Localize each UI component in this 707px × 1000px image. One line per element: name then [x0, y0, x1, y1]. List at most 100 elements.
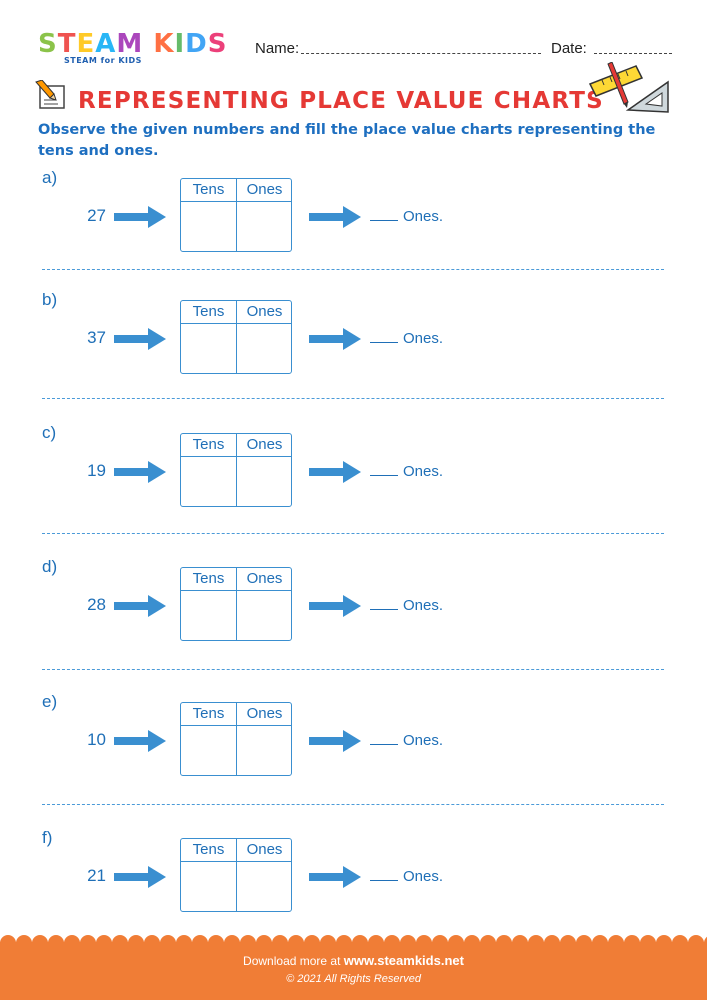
- right-arrow-icon: [114, 328, 166, 350]
- answer-line: Ones.: [370, 330, 443, 347]
- place-value-chart: Tens Ones: [180, 433, 292, 507]
- answer-line: Ones.: [370, 208, 443, 225]
- logo-tagline: STEAM for KIDS: [64, 56, 142, 65]
- right-arrow-icon: [309, 328, 361, 350]
- answer-suffix: Ones.: [403, 868, 444, 885]
- logo-letter: T: [57, 29, 77, 59]
- answer-suffix: Ones.: [403, 463, 444, 480]
- problem-number: 21: [87, 866, 106, 885]
- answer-blank[interactable]: [370, 879, 398, 881]
- ones-cell[interactable]: [238, 727, 292, 775]
- problem-number: 10: [87, 730, 106, 749]
- chart-column-divider: [236, 179, 237, 251]
- chart-row-divider: [181, 725, 291, 726]
- problem-section: e) 10 Tens Ones Ones.: [0, 692, 707, 827]
- section-divider: [42, 804, 664, 805]
- problem-section: a) 27 Tens Ones Ones.: [0, 168, 707, 303]
- right-arrow-icon: [114, 461, 166, 483]
- chart-row-divider: [181, 861, 291, 862]
- tens-header: Tens: [192, 705, 225, 722]
- tens-cell[interactable]: [181, 325, 235, 373]
- tens-cell[interactable]: [181, 203, 235, 251]
- section-divider: [42, 533, 664, 534]
- place-value-chart: Tens Ones: [180, 567, 292, 641]
- problem-section: f) 21 Tens Ones Ones.: [0, 828, 707, 963]
- problem-section: b) 37 Tens Ones Ones.: [0, 290, 707, 425]
- section-divider: [42, 398, 664, 399]
- answer-blank[interactable]: [370, 341, 398, 343]
- logo-letter: [143, 30, 153, 58]
- problem-label: a): [42, 168, 58, 187]
- ones-cell[interactable]: [238, 203, 292, 251]
- ones-header: Ones: [246, 841, 283, 858]
- logo-letter: E: [76, 29, 96, 59]
- logo-letter: K: [153, 29, 175, 59]
- problem-section: d) 28 Tens Ones Ones.: [0, 557, 707, 692]
- answer-suffix: Ones.: [403, 330, 444, 347]
- footer-copyright: © 2021 All Rights Reserved: [286, 973, 421, 985]
- logo-letter: S: [207, 29, 228, 59]
- chart-row-divider: [181, 590, 291, 591]
- right-arrow-icon: [309, 730, 361, 752]
- ones-cell[interactable]: [238, 325, 292, 373]
- problem-label: c): [42, 423, 57, 442]
- ruler-triangle-icon: [588, 62, 669, 113]
- right-arrow-icon: [309, 206, 361, 228]
- problem-number: 28: [87, 595, 106, 614]
- answer-line: Ones.: [370, 463, 443, 480]
- ones-header: Ones: [246, 570, 283, 587]
- footer-bar: [0, 942, 707, 1000]
- chart-column-divider: [236, 568, 237, 640]
- chart-row-divider: [181, 456, 291, 457]
- chart-column-divider: [236, 703, 237, 775]
- ones-header: Ones: [246, 181, 283, 198]
- answer-suffix: Ones.: [403, 208, 444, 225]
- right-arrow-icon: [114, 206, 166, 228]
- tens-cell[interactable]: [181, 863, 235, 911]
- tens-cell[interactable]: [181, 727, 235, 775]
- logo-letter: A: [95, 29, 117, 59]
- date-field-line[interactable]: [594, 53, 672, 54]
- answer-line: Ones.: [370, 868, 443, 885]
- place-value-chart: Tens Ones: [180, 702, 292, 776]
- answer-suffix: Ones.: [403, 597, 444, 614]
- problem-label: b): [42, 290, 58, 309]
- date-label: Date:: [551, 40, 587, 57]
- section-divider: [42, 669, 664, 670]
- problem-label: e): [42, 692, 58, 711]
- problem-section: c) 19 Tens Ones Ones.: [0, 423, 707, 558]
- right-arrow-icon: [309, 461, 361, 483]
- place-value-chart: Tens Ones: [180, 178, 292, 252]
- ones-header: Ones: [246, 303, 283, 320]
- place-value-chart: Tens Ones: [180, 300, 292, 374]
- steam-kids-logo: STEAM KIDS: [38, 30, 227, 58]
- name-field-line[interactable]: [301, 53, 541, 54]
- ones-header: Ones: [246, 705, 283, 722]
- section-divider: [42, 269, 664, 270]
- answer-blank[interactable]: [370, 608, 398, 610]
- right-arrow-icon: [114, 730, 166, 752]
- ones-header: Ones: [246, 436, 283, 453]
- tens-cell[interactable]: [181, 592, 235, 640]
- answer-blank[interactable]: [370, 219, 398, 221]
- ones-cell[interactable]: [238, 592, 292, 640]
- footer-download-prefix: Download more at: [243, 954, 341, 968]
- tens-header: Tens: [192, 181, 225, 198]
- name-label: Name:: [255, 40, 300, 57]
- ones-cell[interactable]: [238, 863, 292, 911]
- instructions: Observe the given numbers and fill the p…: [38, 122, 656, 159]
- logo-letter: I: [174, 29, 186, 59]
- answer-blank[interactable]: [370, 743, 398, 745]
- problem-label: f): [42, 828, 53, 847]
- problem-label: d): [42, 557, 58, 576]
- problem-number: 19: [87, 461, 106, 480]
- answer-line: Ones.: [370, 597, 443, 614]
- logo-letter: M: [116, 29, 144, 59]
- answer-blank[interactable]: [370, 474, 398, 476]
- right-arrow-icon: [309, 866, 361, 888]
- footer-site-link[interactable]: www.steamkids.net: [343, 953, 464, 968]
- logo-letter: S: [38, 29, 58, 59]
- ones-cell[interactable]: [238, 458, 292, 506]
- tens-cell[interactable]: [181, 458, 235, 506]
- chart-row-divider: [181, 323, 291, 324]
